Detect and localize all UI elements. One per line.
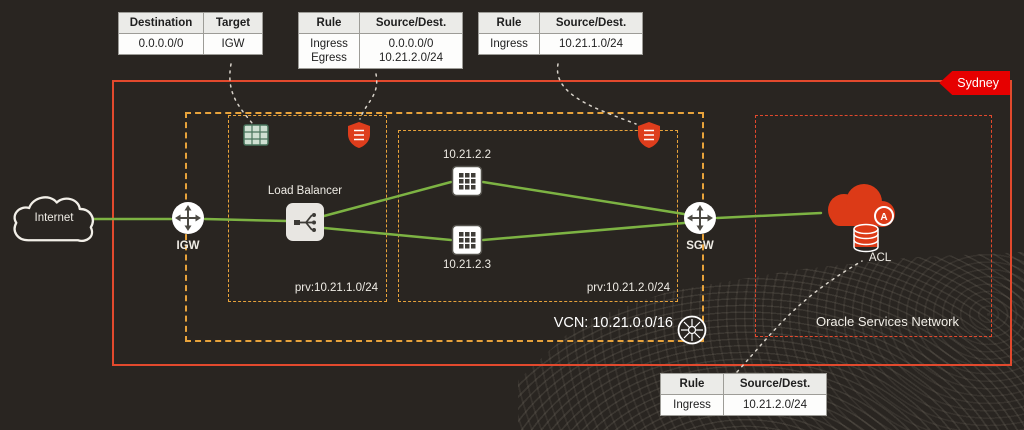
compute-instance-icon bbox=[451, 224, 483, 256]
instance-2-node bbox=[451, 224, 483, 261]
internet-cloud-icon bbox=[13, 196, 94, 243]
table-cell: IGW bbox=[203, 33, 263, 55]
igw-label: IGW bbox=[176, 240, 200, 252]
oracle-services-icon: A bbox=[828, 184, 895, 253]
instance-2-label: 10.21.2.3 bbox=[443, 259, 491, 271]
instance-1-label: 10.21.2.2 bbox=[443, 149, 491, 161]
table-cell: 10.21.2.0/24 bbox=[359, 51, 463, 69]
table-cell: Egress bbox=[298, 51, 360, 69]
table-row: 0.0.0.0/0 IGW bbox=[118, 33, 263, 55]
internet-label: Internet bbox=[34, 212, 74, 224]
table-cell: Ingress bbox=[660, 394, 724, 416]
table-row: Ingress 10.21.2.0/24 bbox=[660, 394, 827, 416]
igw-node bbox=[171, 201, 205, 240]
vcn-label: VCN: 10.21.0.0/16 bbox=[553, 315, 673, 331]
table-cell: 0.0.0.0/0 bbox=[359, 33, 463, 51]
internet-node: Internet bbox=[8, 188, 100, 252]
column-header: Rule bbox=[478, 12, 540, 34]
instance-1-node bbox=[451, 165, 483, 202]
security-list-osn-table: Rule Source/Dest. Ingress 10.21.2.0/24 bbox=[660, 373, 827, 416]
oracle-services-network-label: Oracle Services Network bbox=[815, 314, 960, 329]
route-table-icon bbox=[243, 124, 269, 151]
table-row: Ingress 0.0.0.0/0 bbox=[298, 33, 463, 51]
service-gateway-icon bbox=[684, 202, 716, 234]
vcn-icon bbox=[677, 315, 707, 350]
sgw-label: SGW bbox=[686, 240, 714, 252]
table-cell: 10.21.1.0/24 bbox=[539, 33, 643, 55]
svg-text:A: A bbox=[880, 212, 887, 223]
compute-instance-icon bbox=[451, 165, 483, 197]
internet-gateway-icon bbox=[172, 202, 204, 234]
column-header: Rule bbox=[298, 12, 360, 34]
column-header: Destination bbox=[118, 12, 204, 34]
security-list-lb-table: Rule Source/Dest. Ingress 0.0.0.0/0 Egre… bbox=[298, 12, 463, 69]
column-header: Source/Dest. bbox=[359, 12, 463, 34]
security-list-app-icon bbox=[637, 121, 661, 154]
load-balancer-node bbox=[286, 203, 324, 241]
oracle-services-boundary bbox=[755, 115, 992, 337]
table-row: Egress 10.21.2.0/24 bbox=[298, 51, 463, 69]
column-header: Target bbox=[203, 12, 263, 34]
table-cell: 10.21.2.0/24 bbox=[723, 394, 827, 416]
acl-label: ACL bbox=[868, 252, 892, 264]
subnet-app-label: prv:10.21.2.0/24 bbox=[586, 282, 670, 294]
table-row: Ingress 10.21.1.0/24 bbox=[478, 33, 643, 55]
security-list-app-table: Rule Source/Dest. Ingress 10.21.1.0/24 bbox=[478, 12, 643, 55]
column-header: Source/Dest. bbox=[539, 12, 643, 34]
column-header: Rule bbox=[660, 373, 724, 395]
subnet-lb-label: prv:10.21.1.0/24 bbox=[294, 282, 378, 294]
table-cell: Ingress bbox=[298, 33, 360, 51]
load-balancer-icon bbox=[294, 213, 316, 232]
security-list-lb-icon bbox=[347, 121, 371, 154]
route-table: Destination Target 0.0.0.0/0 IGW bbox=[118, 12, 263, 55]
column-header: Source/Dest. bbox=[723, 373, 827, 395]
load-balancer-label: Load Balancer bbox=[267, 185, 343, 197]
table-cell: Ingress bbox=[478, 33, 540, 55]
table-cell: 0.0.0.0/0 bbox=[118, 33, 204, 55]
region-badge: Sydney bbox=[939, 71, 1010, 95]
sgw-node bbox=[683, 201, 717, 240]
oracle-services-node: A bbox=[816, 176, 906, 269]
